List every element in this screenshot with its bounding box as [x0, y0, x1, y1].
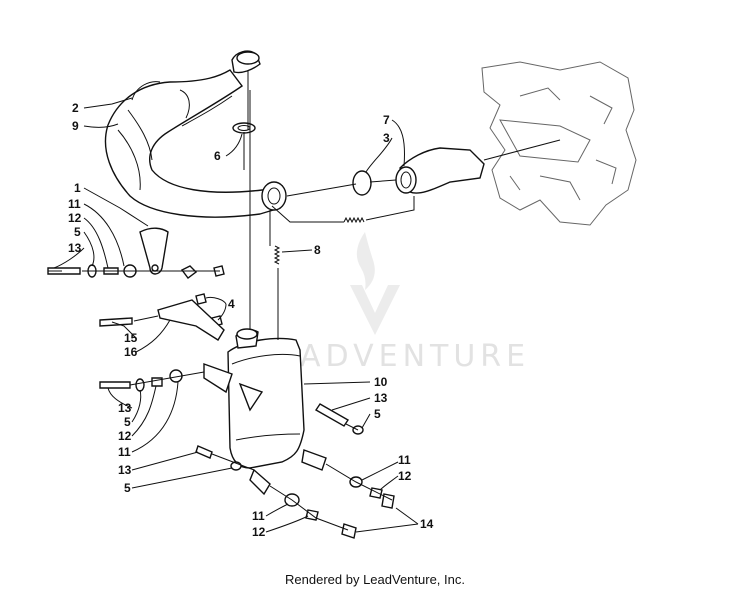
callout-13: 13 — [68, 241, 82, 255]
callout-13: 13 — [118, 463, 132, 477]
callout-5: 5 — [74, 225, 81, 239]
exhaust-pipe — [104, 50, 287, 218]
watermark: ADVENTURE — [300, 232, 530, 374]
footer-credit: Rendered by LeadVenture, Inc. — [285, 572, 465, 587]
gasket — [232, 122, 256, 134]
callout-4: 4 — [228, 297, 235, 311]
springs — [273, 216, 365, 265]
manifold-assembly — [352, 147, 485, 196]
callout-12: 12 — [252, 525, 266, 539]
callout-12: 12 — [398, 469, 412, 483]
leader-lines — [53, 97, 419, 533]
callout-16: 16 — [124, 345, 138, 359]
callout-9: 9 — [72, 119, 79, 133]
callout-11: 11 — [398, 453, 411, 467]
callout-5: 5 — [374, 407, 381, 421]
callout-14: 14 — [420, 517, 434, 531]
callout-11: 11 — [252, 509, 265, 523]
callout-11: 11 — [118, 445, 131, 459]
callout-15: 15 — [124, 331, 138, 345]
callout-13: 13 — [374, 391, 388, 405]
callout-10: 10 — [374, 375, 388, 389]
watermark-v-icon — [350, 285, 400, 335]
watermark-flame-icon — [356, 232, 375, 290]
watermark-text: ADVENTURE — [300, 339, 530, 374]
callout-6: 6 — [214, 149, 221, 163]
callout-1: 1 — [74, 181, 81, 195]
engine-outline — [481, 61, 637, 226]
callout-labels: 2 9 6 7 3 1 11 12 5 13 8 4 15 16 10 13 5… — [68, 101, 434, 539]
callout-5: 5 — [124, 481, 131, 495]
callout-13: 13 — [118, 401, 132, 415]
callout-2: 2 — [72, 101, 79, 115]
callout-12: 12 — [118, 429, 132, 443]
callout-8: 8 — [314, 243, 321, 257]
callout-11: 11 — [68, 197, 81, 211]
callout-5: 5 — [124, 415, 131, 429]
mid-bracket-hardware — [99, 293, 225, 341]
muffler — [203, 328, 327, 496]
callout-3: 3 — [383, 131, 390, 145]
callout-7: 7 — [383, 113, 390, 127]
assembly-lines — [48, 70, 561, 531]
lower-left-hardware — [99, 369, 242, 471]
callout-12: 12 — [68, 211, 82, 225]
